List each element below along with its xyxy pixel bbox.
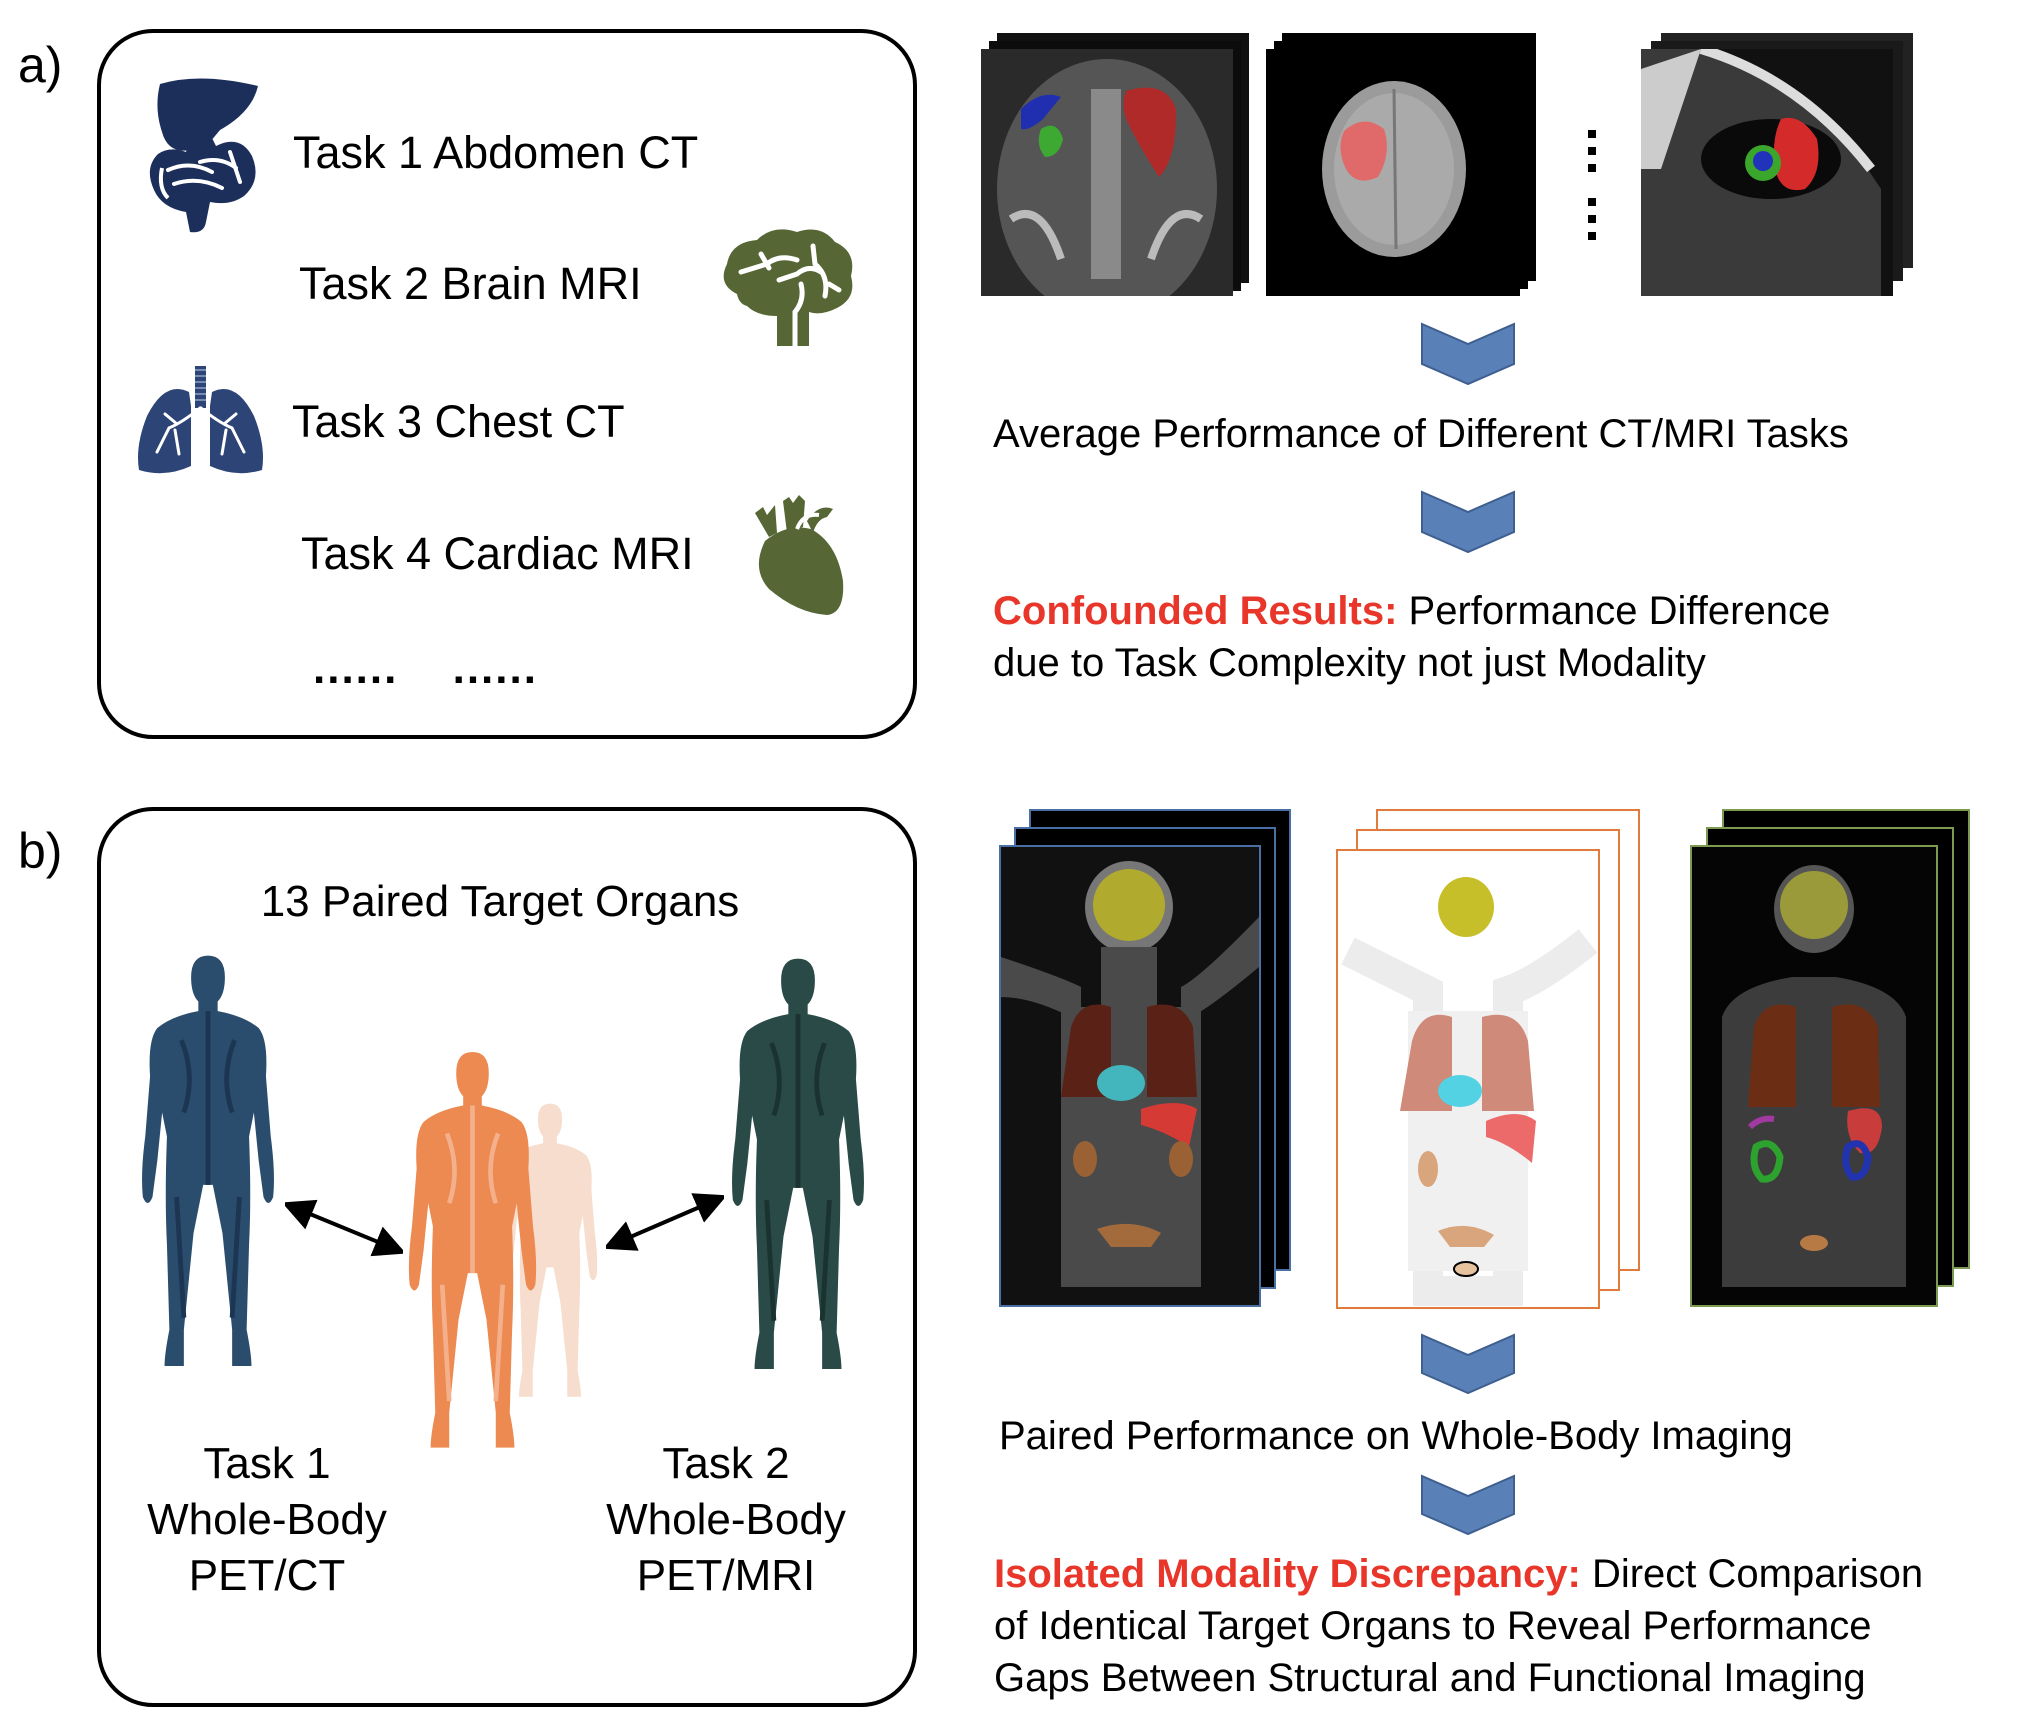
lung-segmentation <box>1748 1004 1880 1107</box>
vertical-ellipsis-icon <box>1587 130 1597 242</box>
conclusion-text-3: Gaps Between Structural and Functional I… <box>994 1656 1866 1700</box>
isolated-modality-label: Isolated Modality Discrepancy: <box>994 1552 1581 1596</box>
heart-segmentation <box>1097 1065 1145 1101</box>
body-silhouette-pet-icon <box>405 1045 540 1457</box>
tumor-segmentation <box>1340 121 1387 181</box>
heart-icon <box>747 493 847 616</box>
body-silhouette-petmri-icon <box>728 949 868 1381</box>
down-chevron-arrow-icon <box>1420 490 1516 554</box>
kidney-segmentation-2 <box>1169 1141 1193 1177</box>
task-2-line1: Task 2 <box>662 1439 790 1488</box>
conclusion-text-1: Direct Comparison <box>1580 1552 1924 1596</box>
heart-segmentation <box>1438 1075 1482 1107</box>
pet-image-stack <box>1336 809 1644 1309</box>
brain-icon <box>717 224 857 346</box>
segmentation-green <box>1038 125 1063 157</box>
panel-a-task-box <box>97 29 917 739</box>
bladder-segmentation <box>1097 1223 1161 1247</box>
abdomen-organs-icon <box>140 72 270 237</box>
conclusion-text-2: of Identical Target Organs to Reveal Per… <box>994 1604 1872 1648</box>
brain-segmentation <box>1438 877 1494 937</box>
task-2-line2: Whole-Body <box>606 1495 846 1544</box>
task-1-petct-label: Task 1 Whole-Body PET/CT <box>117 1436 417 1604</box>
ellipsis-2: ...... <box>452 644 538 693</box>
task-1-line2: Whole-Body <box>147 1495 387 1544</box>
task-4-label: Task 4 Cardiac MRI <box>301 528 694 579</box>
task-2-petmri-label: Task 2 Whole-Body PET/MRI <box>576 1436 876 1604</box>
conclusion-text-2: due to Task Complexity not just Modality <box>993 641 1706 685</box>
lungs-icon <box>135 366 266 477</box>
conclusion-text-1: Performance Difference <box>1397 589 1831 633</box>
task-1-line1: Task 1 <box>203 1439 331 1488</box>
panel-a-label: a) <box>18 37 63 93</box>
more-tasks-ellipsis: ...... ...... <box>313 644 538 694</box>
task-1-line3: PET/CT <box>188 1551 346 1600</box>
segmentation-red <box>1773 117 1819 191</box>
brain-segmentation <box>1093 869 1165 941</box>
lung-segmentation <box>1061 1004 1197 1097</box>
segmentation-red <box>1123 87 1177 177</box>
lung-segmentation <box>1400 1014 1534 1111</box>
task-1-label: Task 1 Abdomen CT <box>293 127 699 178</box>
panel-b-label: b) <box>18 823 63 879</box>
abdomen-ct-image-stack <box>981 33 1249 296</box>
body-silhouette-petct-icon <box>138 947 278 1377</box>
confounded-results-statement: Confounded Results: Performance Differen… <box>993 585 1830 689</box>
petct-image-stack <box>999 809 1295 1309</box>
confounded-results-label: Confounded Results: <box>993 589 1398 633</box>
kidney-right-segmentation <box>1842 1140 1872 1181</box>
task-2-label: Task 2 Brain MRI <box>299 258 642 309</box>
segmentation-blue <box>1021 94 1061 130</box>
double-arrow-right-icon <box>606 1193 724 1251</box>
brain-segmentation <box>1780 871 1848 939</box>
liver-segmentation <box>1486 1114 1536 1163</box>
ellipsis-1: ...... <box>313 644 399 693</box>
paired-organs-title: 13 Paired Target Organs <box>260 877 740 926</box>
kidney-segmentation <box>1073 1141 1097 1177</box>
paired-performance-text: Paired Performance on Whole-Body Imaging <box>999 1414 1793 1458</box>
liver-segmentation <box>1141 1103 1197 1147</box>
down-chevron-arrow-icon <box>1420 1333 1516 1395</box>
brain-mri-image-stack <box>1266 33 1536 296</box>
segmentation-blue <box>1753 151 1773 171</box>
average-performance-text: Average Performance of Different CT/MRI … <box>993 412 1849 456</box>
mri-image-stack <box>1690 809 1970 1309</box>
task-2-line3: PET/MRI <box>636 1551 816 1600</box>
double-arrow-left-icon <box>285 1199 403 1257</box>
cardiac-mri-image-stack <box>1641 33 1913 296</box>
down-chevron-arrow-icon <box>1420 1474 1516 1536</box>
isolated-modality-statement: Isolated Modality Discrepancy: Direct Co… <box>994 1548 1923 1704</box>
task-3-label: Task 3 Chest CT <box>292 396 625 447</box>
kidney-left-segmentation <box>1750 1140 1784 1183</box>
down-chevron-arrow-icon <box>1420 322 1516 386</box>
panel-b-task-box <box>97 807 917 1707</box>
